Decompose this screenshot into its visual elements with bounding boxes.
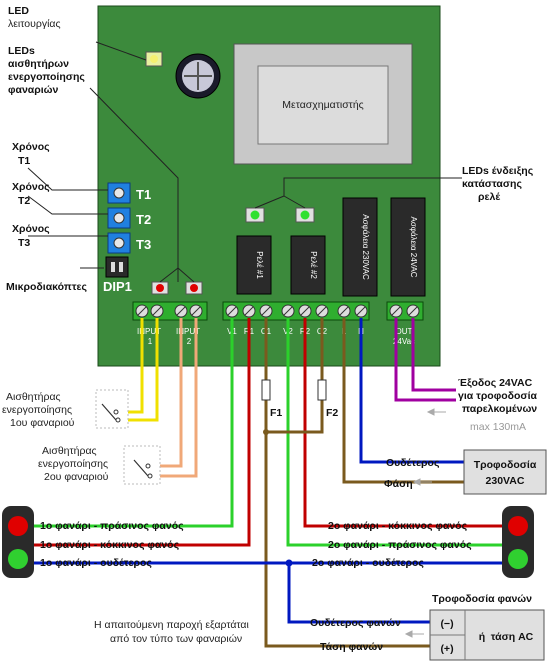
- lights-supply-ac: τάση AC: [491, 631, 534, 643]
- fuse-f2-label: F2: [326, 407, 338, 419]
- relay-2: [290, 235, 326, 295]
- sensor2-switch: [123, 445, 161, 485]
- label-relay-leds-2: κατάστασης: [462, 178, 522, 190]
- label-t2-2: T2: [18, 195, 30, 207]
- timer-t2-label: T2: [136, 212, 151, 227]
- input2-label: INPUT: [176, 327, 200, 336]
- lights-supply-minus: (−): [440, 618, 453, 630]
- label-t2-1: Χρόνος: [12, 181, 50, 193]
- operation-led-light: [150, 55, 158, 63]
- label-sensor1-2: ενεργοποίησης: [2, 404, 72, 416]
- input1-number: 1: [148, 337, 153, 346]
- term-out: OUT: [396, 327, 413, 336]
- power-supply-230vac: [463, 449, 547, 495]
- transformer-core: [257, 65, 389, 145]
- label-relay-leds-3: ρελέ: [478, 191, 500, 203]
- fuse-24vac-label: Ασφάλεια 24VAC: [409, 216, 418, 277]
- dip-switch-label: DIP1: [103, 279, 132, 294]
- label-lights-neutral: Ουδέτερος φανών: [310, 617, 401, 629]
- relay-2-label: Ρελέ #2: [309, 251, 318, 279]
- sensor1-switch: [95, 389, 129, 429]
- out24-terminal-block: [386, 301, 424, 321]
- power-supply-label-2: 230VAC: [486, 475, 525, 487]
- label-sensor2-2: ενεργοποίησης: [38, 458, 108, 470]
- label-t3-2: T3: [18, 237, 30, 249]
- label-relay-leds-1: LEDs ένδειξης: [462, 165, 534, 177]
- input1-label: INPUT: [137, 327, 161, 336]
- label-dip-switches: Μικροδιακόπτες: [6, 281, 88, 293]
- label-output-max: max 130mA: [470, 421, 526, 433]
- label-output-1: Έξοδος 24VAC: [458, 377, 533, 389]
- label-light1-green: 1ο φανάρι - πράσινος φανός: [40, 520, 184, 532]
- label-operation-led-2: λειτουργίας: [8, 18, 61, 30]
- fuse-24vac: [390, 197, 426, 297]
- relay1-led-light: [250, 210, 260, 220]
- label-light1-neutral: 1ο φανάρι - ουδέτερος: [40, 557, 152, 569]
- pointer-lines: [27, 41, 462, 283]
- label-sensor-leds-3: ενεργοποίησης: [8, 71, 85, 83]
- input2-number: 2: [187, 337, 192, 346]
- timer-t1-label: T1: [136, 187, 151, 202]
- transformer-label: Μετασχηματιστής: [282, 99, 363, 111]
- output-terminal-block: [222, 301, 370, 321]
- fuse-f2: [317, 379, 327, 401]
- label-operation-led-1: LED: [8, 5, 29, 17]
- label-sensor1-3: 1ου φαναριού: [10, 417, 75, 429]
- label-sensor1-1: Αισθητήρας: [6, 391, 61, 403]
- fuse-f1: [261, 379, 271, 401]
- power-supply-label-1: Τροφοδοσία: [474, 459, 537, 471]
- label-t1-2: T1: [18, 155, 30, 167]
- label-neutral: Ουδέτερος: [386, 457, 440, 469]
- label-t1-1: Χρόνος: [12, 141, 50, 153]
- term-out-24: 24Vac: [393, 337, 415, 346]
- label-sensor-leds-2: αισθητήρων: [8, 58, 69, 70]
- relay2-led-light: [300, 210, 310, 220]
- label-light2-red: 2ο φανάρι - κόκκινος φανός: [328, 520, 468, 532]
- label-light2-neutral: 2ο φανάρι - ουδέτερος: [312, 557, 424, 569]
- label-output-2: για τροφοδοσία: [458, 390, 538, 402]
- label-supply-note-2: από τον τύπο των φαναριών: [110, 633, 242, 645]
- fuse-230vac-label: Ασφάλεια 230VAC: [361, 214, 370, 280]
- label-phase: Φάση: [384, 478, 413, 490]
- dip-switch: [105, 256, 129, 278]
- relay-wires: [30, 318, 512, 648]
- label-sensor-leds-1: LEDs: [8, 45, 35, 57]
- direction-arrows: [404, 408, 446, 638]
- lights-supply-or: ή: [479, 631, 485, 643]
- lights-supply-plus: (+): [440, 643, 453, 655]
- traffic-light-1: [2, 506, 34, 578]
- timer-t3-label: T3: [136, 237, 151, 252]
- label-light1-red: 1ο φανάρι - κόκκινος φανός: [40, 539, 180, 551]
- label-lights-supply-title: Τροφοδοσία φανών: [432, 593, 532, 605]
- label-output-3: παρελκομένων: [462, 403, 537, 415]
- relay-1: [236, 235, 272, 295]
- label-sensor2-1: Αισθητήρας: [42, 445, 97, 457]
- label-supply-note-1: Η απαιτούμενη παροχή εξαρτάται: [94, 619, 249, 631]
- label-lights-voltage: Τάση φανών: [320, 641, 383, 653]
- fuse-230vac: [342, 197, 378, 297]
- relay-1-label: Ρελέ #1: [255, 251, 264, 279]
- label-sensor-leds-4: φαναριών: [8, 84, 59, 96]
- label-t3-1: Χρόνος: [12, 223, 50, 235]
- fuse-f1-label: F1: [270, 407, 282, 419]
- label-sensor2-3: 2ου φαναριού: [44, 471, 109, 483]
- label-light2-green: 2ο φανάρι - πράσινος φανός: [328, 539, 472, 551]
- input-terminal-block: [132, 301, 208, 321]
- traffic-light-2: [502, 506, 534, 578]
